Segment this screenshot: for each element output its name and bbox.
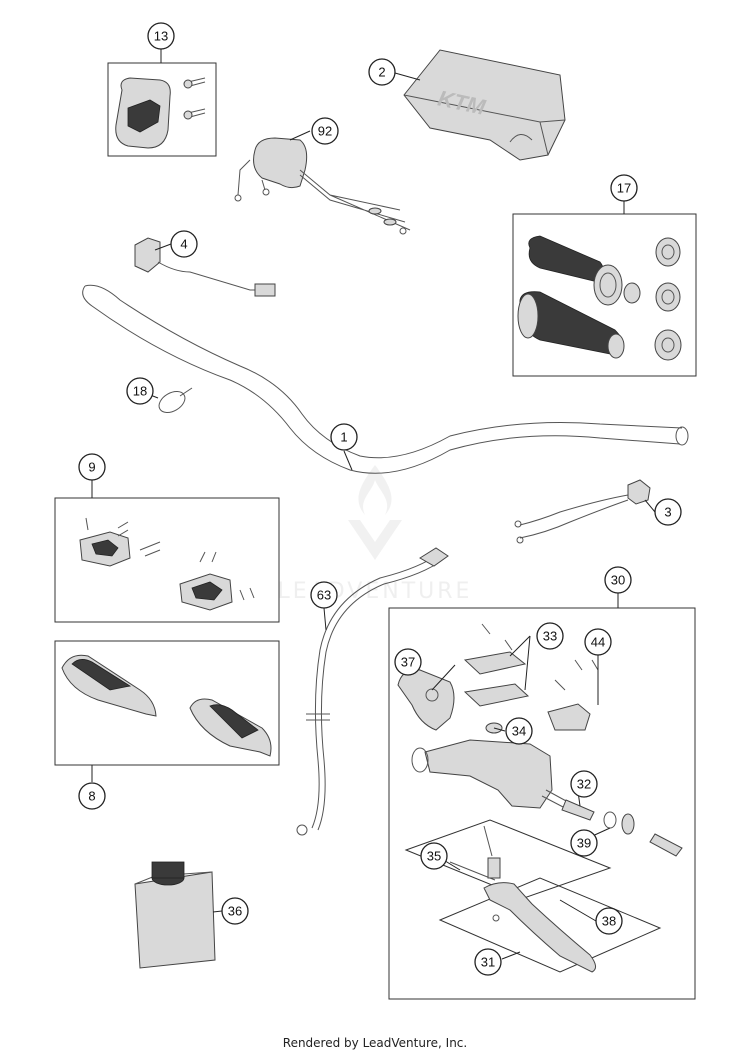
diagram-area xyxy=(52,22,700,1007)
part-13-screw-head xyxy=(183,110,193,120)
part-13-screws xyxy=(187,77,206,118)
footer-credit: Rendered by LeadVenture, Inc. xyxy=(282,1036,468,1050)
callout-92: 92 xyxy=(311,117,339,145)
callout-33: 33 xyxy=(536,622,564,650)
svg-text:2: 2 xyxy=(378,65,385,80)
part-13-switch-inner xyxy=(127,99,161,133)
watermark-logo: LEADVENTURE xyxy=(278,465,473,604)
part-4-switch xyxy=(134,237,276,297)
grip-lower xyxy=(517,291,625,359)
callout-37: 37 xyxy=(394,648,422,676)
callout-44: 44 xyxy=(584,628,612,656)
callout-31: 31 xyxy=(474,948,502,976)
callout-38: 38 xyxy=(595,907,623,935)
part-9-group xyxy=(54,497,280,623)
part-63-hose xyxy=(296,547,449,836)
svg-text:1: 1 xyxy=(340,430,347,445)
callout-1: 1 xyxy=(330,423,358,451)
callout-13: 13 xyxy=(147,22,175,50)
svg-text:92: 92 xyxy=(318,124,332,139)
svg-text:32: 32 xyxy=(577,777,591,792)
part-8-group xyxy=(54,640,280,766)
svg-text:8: 8 xyxy=(88,789,95,804)
callout-30: 30 xyxy=(604,566,632,594)
part-1-handlebar xyxy=(82,284,689,474)
callout-17: 17 xyxy=(610,174,638,202)
callout-18: 18 xyxy=(126,377,154,405)
svg-text:3: 3 xyxy=(664,505,671,520)
svg-text:39: 39 xyxy=(577,836,591,851)
callout-4: 4 xyxy=(170,230,198,258)
svg-text:37: 37 xyxy=(401,655,415,670)
svg-text:36: 36 xyxy=(228,904,242,919)
svg-text:31: 31 xyxy=(481,955,495,970)
svg-text:30: 30 xyxy=(611,573,625,588)
watermark-text: LEADVENTURE xyxy=(278,579,473,604)
svg-text:18: 18 xyxy=(133,384,147,399)
svg-text:38: 38 xyxy=(602,914,616,929)
callout-35: 35 xyxy=(420,842,448,870)
callout-32: 32 xyxy=(570,770,598,798)
part-13-group xyxy=(107,62,217,157)
svg-text:44: 44 xyxy=(591,635,605,650)
part-3-switch xyxy=(514,479,651,544)
part-17-box xyxy=(512,213,697,377)
part-13-box xyxy=(107,62,217,157)
part-36-fluid-bottle xyxy=(134,861,216,969)
svg-text:35: 35 xyxy=(427,849,441,864)
callout-9: 9 xyxy=(78,453,106,481)
part-18-cable-tie xyxy=(158,387,193,413)
svg-text:9: 9 xyxy=(88,460,95,475)
svg-text:63: 63 xyxy=(317,588,331,603)
part-9-box xyxy=(54,497,280,623)
svg-text:4: 4 xyxy=(180,237,187,252)
part-2-handlebar-pad: KTM xyxy=(403,49,566,161)
part-17-group xyxy=(512,213,697,377)
callout-39: 39 xyxy=(570,829,598,857)
callout-36: 36 xyxy=(221,897,249,925)
callout-2: 2 xyxy=(368,58,396,86)
grip-upper xyxy=(528,235,641,306)
grip-cams xyxy=(654,237,682,361)
part-30-box xyxy=(388,607,696,1000)
part-92-throttle xyxy=(234,137,411,235)
callout-8: 8 xyxy=(78,782,106,810)
svg-text:17: 17 xyxy=(617,181,631,196)
part-8-box xyxy=(54,640,280,766)
callout-63: 63 xyxy=(310,581,338,609)
svg-text:34: 34 xyxy=(512,724,526,739)
part-13-screw-head xyxy=(183,79,193,89)
part-30-group xyxy=(388,607,696,1000)
svg-text:33: 33 xyxy=(543,629,557,644)
callout-34: 34 xyxy=(505,717,533,745)
svg-text:13: 13 xyxy=(154,29,168,44)
callout-3: 3 xyxy=(654,498,682,526)
